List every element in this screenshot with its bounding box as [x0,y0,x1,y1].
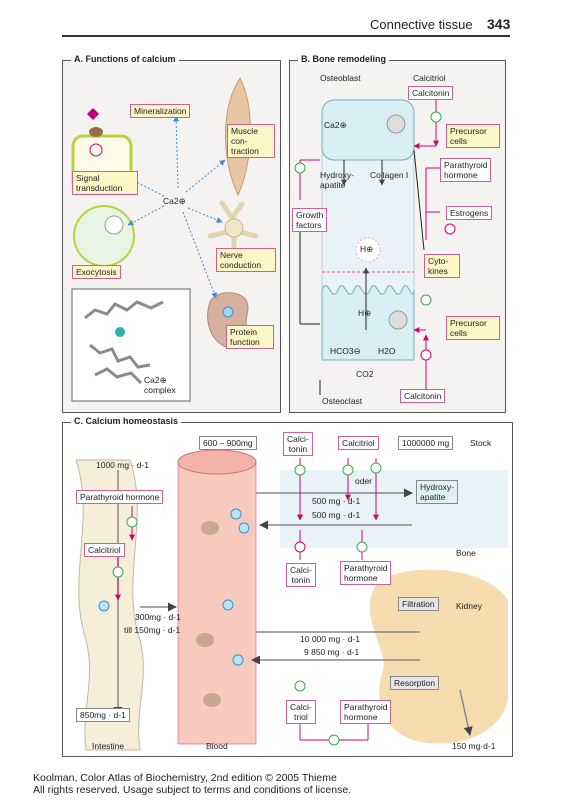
panel-b: B. Bone remodeling [289,54,506,413]
blood-pool-box: 600 – 900mg [199,436,257,450]
kidney-label: Kidney [456,601,482,611]
collagen-label: Collagen I [370,170,409,180]
filtration-box: Filtration [398,597,439,611]
co2-label: CO2 [356,369,374,379]
section-title: Connective tissue [370,17,473,32]
header-rule [62,35,510,37]
calcium-ion-label: Ca2⊕ [163,196,186,206]
hydroxyapatite-box: Hydroxy-apatite [416,480,459,504]
bone-flux-1: 500 mg · d-1 [312,496,361,506]
calcitonin-top-box: Calcitonin [408,86,454,100]
panel-c-title: C. Calcium homeostasis [71,416,182,426]
calcitonin-top-box-c: Calci-tonin [283,432,313,456]
pth-left-box: Parathyroid hormone [76,490,164,504]
calcitriol-label: Calcitriol [413,73,446,83]
calcium-complex-label: Ca2⊕complex [144,375,176,395]
proton-label-1: H⊕ [360,244,374,254]
resorption-box: Resorption [390,676,440,690]
calcitriol-left-box: Calcitriol [84,543,125,557]
stock-label: Stock [470,438,492,448]
calcitonin-bottom-box: Calcitonin [400,389,446,403]
mineralization-label: Mineralization [130,104,191,118]
bicarbonate-label: HCO3⊖ [330,346,361,356]
footer-line-1: Koolman, Color Atlas of Biochemistry, 2n… [33,772,337,784]
intestine-label: Intestine [92,741,125,751]
osteoblast-calcium: Ca2⊕ [324,120,347,130]
intestine-excretion-box: 850mg · d-1 [76,708,130,722]
bone-flux-2: 500 mg · d-1 [312,510,361,520]
estrogens-box: Estrogens [446,206,493,220]
oder-label: oder [355,476,373,486]
absorption-flux-1: 300mg · d-1 [135,612,181,622]
water-label: H2O [378,346,396,356]
kidney-flux-2: 9 850 mg · d-1 [304,647,360,657]
bone-label: Bone [456,548,476,558]
blood-label: Blood [206,741,228,751]
osteoclast-label: Osteoclast [322,396,363,406]
calcitonin-mid-box: Calci-tonin [286,563,316,587]
calcitriol-top-box-c: Calcitriol [338,436,379,450]
exocytosis-label: Exocytosis [72,265,121,279]
panel-a-title: A. Functions of calcium [71,54,179,64]
kidney-excretion-label: 150 mg·d-1 [452,741,496,751]
footer-line-2: All rights reserved. Usage subject to te… [33,784,352,796]
stock-value-box: 1000000 mg [398,436,454,450]
hydroxyapatite-label: Hydroxy-apatite [320,170,355,190]
cytokines-label: Cyto-kines [424,254,460,278]
osteoblast-label: Osteoblast [320,73,361,83]
kidney-flux-1: 10 000 mg · d-1 [300,634,361,644]
calcitriol-bottom-box: Calci-triol [286,700,316,724]
absorption-flux-2: till 150mg · d-1 [124,625,181,635]
proton-label-2: H⊕ [358,308,372,318]
intake-label: 1000 mg · d-1 [96,460,149,470]
panel-b-title: B. Bone remodeling [298,54,390,64]
page-number: 343 [487,16,511,32]
